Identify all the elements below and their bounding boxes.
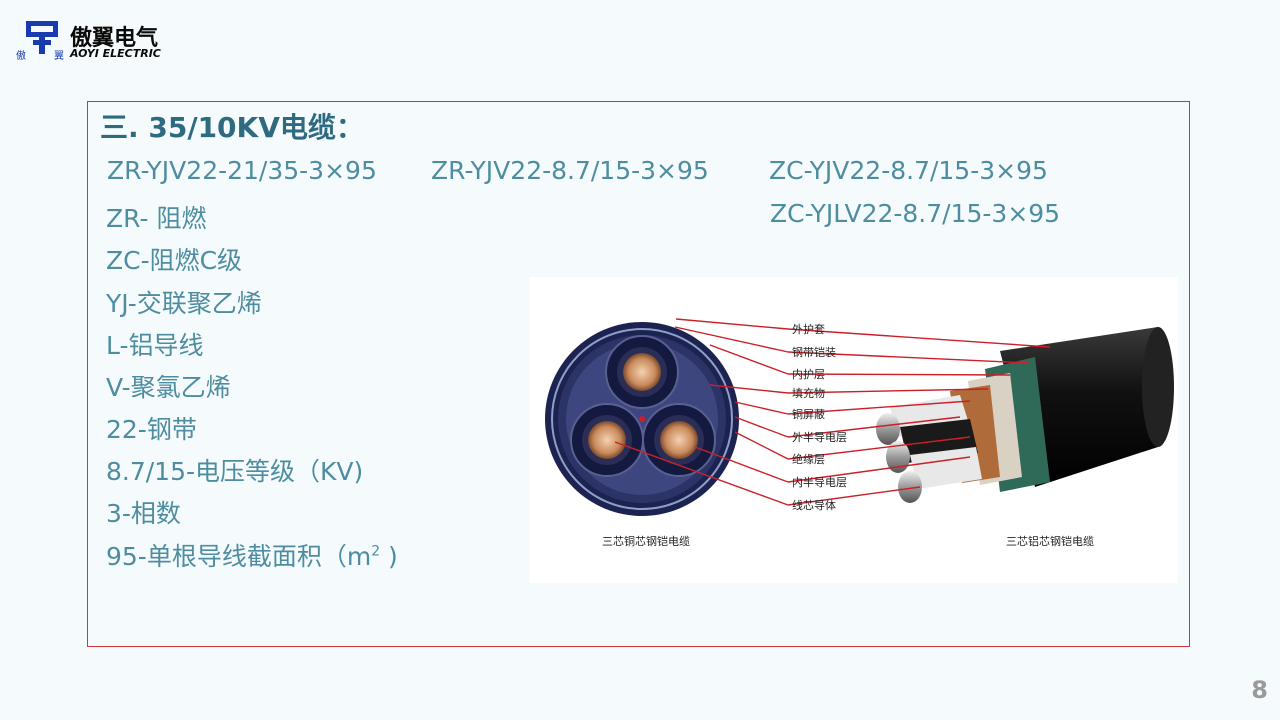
leader-lines [614, 318, 1051, 506]
logo-sub-right: 翼 [54, 51, 64, 62]
layer-label: 填充物 [792, 386, 825, 400]
layer-label: 外护套 [792, 322, 825, 336]
logo-mark-icon [26, 21, 58, 54]
company-logo: 傲 翼 傲翼电气 AOYI ELECTRIC [16, 18, 186, 62]
model-code-3: ZC-YJV22-8.7/15-3×95 [769, 156, 1048, 185]
layer-label: 钢带铠装 [792, 345, 836, 359]
legend-item: 3-相数 [106, 499, 181, 528]
cable-structure-diagram: 外护套 钢带铠装 内护层 填充物 铜屏蔽 外半导电层 绝缘层 内半导电层 线芯导… [530, 277, 1178, 583]
legend-item: L-铝导线 [106, 331, 204, 360]
legend-item: YJ-交联聚乙烯 [106, 289, 262, 318]
logo-name-en: AOYI ELECTRIC [70, 47, 161, 60]
logo-sub-left: 傲 [16, 51, 26, 62]
legend-item: ZC-阻燃C级 [106, 246, 243, 275]
legend-item: ZR- 阻燃 [106, 204, 207, 233]
legend-item: 22-钢带 [106, 415, 197, 444]
cable-3d-figure [876, 327, 1174, 503]
section-heading: 三. 35/10KV电缆： [100, 111, 364, 144]
logo-name-cn: 傲翼电气 [70, 26, 159, 51]
cross-section-figure [545, 322, 739, 516]
legend-item: V-聚氯乙烯 [106, 373, 231, 402]
legend-item: 8.7/15-电压等级（KV) [106, 457, 364, 486]
cable-illustration: 外护套 钢带铠装 内护层 填充物 铜屏蔽 外半导电层 绝缘层 内半导电层 线芯导… [545, 318, 1174, 548]
legend-item-cross-section: 95-单根导线截面积（m2 ) [106, 542, 398, 571]
model-code-4: ZC-YJLV22-8.7/15-3×95 [770, 199, 1061, 228]
model-code-1: ZR-YJV22-21/35-3×95 [107, 156, 377, 185]
page-number: 8 [1251, 676, 1268, 704]
model-code-2: ZR-YJV22-8.7/15-3×95 [431, 156, 709, 185]
caption-right: 三芯铝芯钢铠电缆 [1006, 534, 1094, 548]
content-frame [87, 101, 1190, 647]
layer-label: 线芯导体 [792, 498, 836, 512]
layer-label: 铜屏蔽 [792, 407, 825, 421]
layer-label: 外半导电层 [792, 430, 847, 444]
layer-label: 内护层 [792, 367, 825, 381]
caption-left: 三芯铜芯钢铠电缆 [602, 534, 690, 548]
layer-label: 绝缘层 [792, 452, 825, 466]
layer-label: 内半导电层 [792, 475, 847, 489]
